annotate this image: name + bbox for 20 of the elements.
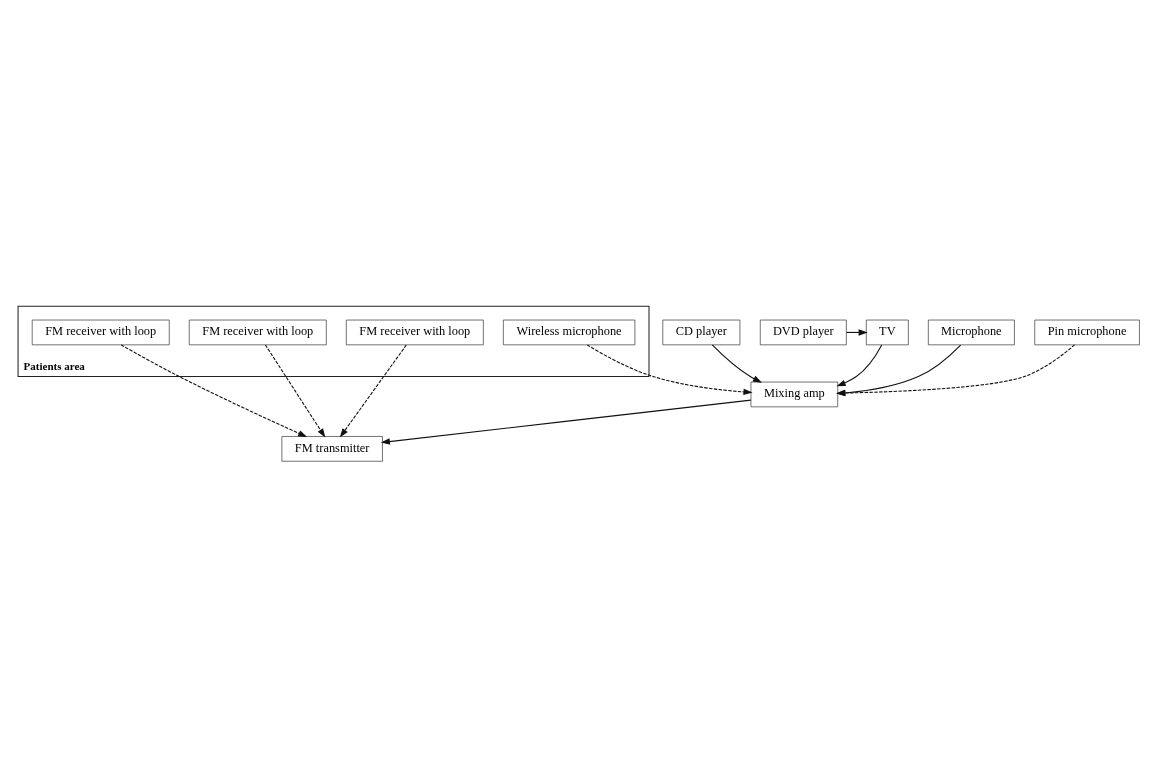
node-box: FM receiver with loop <box>31 319 170 346</box>
node-box: DVD player <box>759 319 847 346</box>
arrow <box>120 344 308 438</box>
arrow <box>264 344 326 438</box>
node-box: FM transmitter <box>281 436 383 462</box>
node-box: Microphone <box>927 319 1015 346</box>
arrow <box>836 344 1076 397</box>
node-box: Mixing amp <box>750 381 839 408</box>
node-box: Pin microphone <box>1034 319 1140 346</box>
arrow <box>711 344 763 383</box>
node-box: FM receiver with loop <box>345 319 484 346</box>
node-box: FM receiver with loop <box>188 319 327 346</box>
arrow <box>380 399 752 445</box>
node-box: TV <box>866 319 909 346</box>
node-box: CD player <box>662 319 741 346</box>
node-box: Wireless microphone <box>503 319 636 346</box>
arrow <box>586 344 753 396</box>
arrow <box>836 344 962 397</box>
arrow <box>836 344 883 387</box>
arrow <box>339 344 407 438</box>
